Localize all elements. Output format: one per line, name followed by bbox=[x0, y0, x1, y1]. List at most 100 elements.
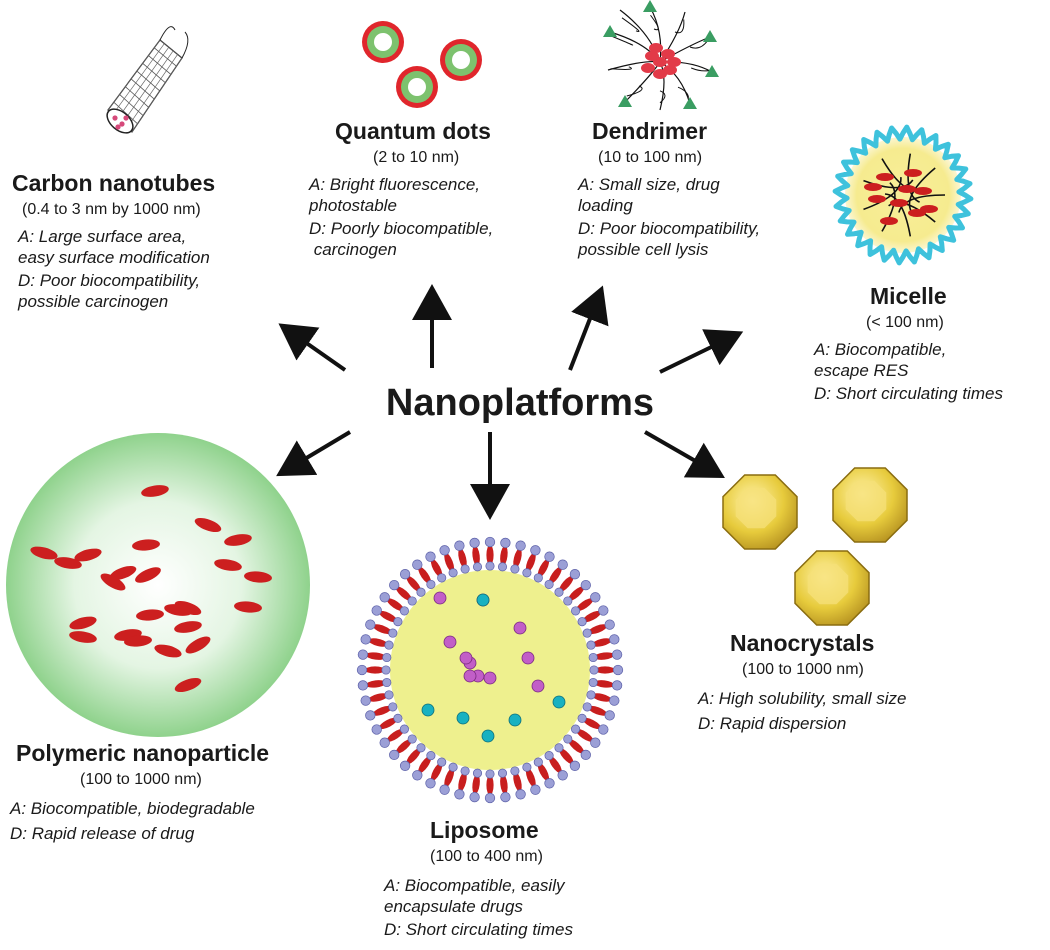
lipid-head-outer bbox=[360, 634, 371, 645]
lipid-tail bbox=[365, 652, 386, 660]
micelle-drug bbox=[876, 173, 894, 181]
lipid-head-inner bbox=[588, 652, 598, 663]
platform-size: (< 100 nm) bbox=[866, 314, 944, 331]
polymeric-drug bbox=[224, 534, 252, 546]
lipid-tail bbox=[418, 566, 432, 584]
disadvantage-line: D: Rapid dispersion bbox=[698, 714, 847, 733]
lipid-head-inner bbox=[399, 724, 409, 734]
lipid-tail bbox=[591, 638, 612, 647]
dendrimer-terminal-group bbox=[683, 97, 697, 109]
nanotube-mesh-line bbox=[126, 54, 178, 128]
platform-advantage: A: Biocompatible, biodegradable bbox=[10, 798, 340, 819]
dendrimer-branch bbox=[612, 36, 634, 46]
arrow bbox=[278, 323, 347, 372]
micelle-core bbox=[845, 137, 961, 253]
lipid-head-inner bbox=[388, 628, 398, 638]
lipid-head-outer bbox=[569, 569, 581, 580]
quantum-dots-block: Quantum dots (2 to 10 nm) A: Bright fluo… bbox=[305, 118, 565, 260]
encapsulated-drug bbox=[481, 729, 495, 743]
dendrimer-terminal-group bbox=[603, 25, 617, 37]
nanotube-mesh-line bbox=[107, 39, 161, 111]
quantum-dot-core bbox=[452, 51, 470, 69]
encapsulated-drug bbox=[508, 713, 522, 727]
quantum-dot-core bbox=[408, 78, 426, 96]
lipid-tail bbox=[379, 610, 398, 623]
lipid-tail bbox=[588, 705, 607, 716]
hydrophilic-drug bbox=[443, 635, 457, 649]
lipid-tail bbox=[458, 771, 467, 792]
advantage-line: A: Biocompatible, bbox=[814, 340, 947, 359]
lipid-head-outer bbox=[469, 537, 480, 549]
polymeric-drug bbox=[100, 573, 126, 591]
lipid-head-inner bbox=[497, 768, 508, 778]
lipid-tail bbox=[368, 693, 389, 702]
micelle-drug bbox=[914, 187, 932, 195]
lipid-tail bbox=[582, 717, 601, 730]
encapsulated-drug bbox=[421, 703, 435, 717]
lipid-head-outer bbox=[399, 569, 411, 580]
lipid-head-inner bbox=[544, 751, 554, 761]
polymeric-drug bbox=[141, 485, 169, 497]
lipid-tail bbox=[458, 548, 467, 569]
lipid-head-inner bbox=[563, 734, 573, 744]
lipid-head-outer bbox=[611, 649, 623, 660]
polymeric-drug bbox=[74, 548, 102, 562]
advantage-line: encapsulate drugs bbox=[384, 897, 523, 916]
encapsulated-drug bbox=[552, 695, 566, 709]
lipid-head-outer bbox=[360, 695, 371, 706]
dendrimer-core-drug bbox=[649, 43, 663, 53]
dendrimer-branch bbox=[659, 90, 666, 104]
lipid-head-outer bbox=[371, 724, 382, 735]
nanotube-mesh-line bbox=[142, 63, 166, 83]
polymeric-drug bbox=[54, 557, 82, 569]
lipid-tail bbox=[365, 680, 386, 688]
polymeric-drug bbox=[135, 567, 161, 583]
platform-disadvantage: D: Poorly biocompatible, carcinogen bbox=[305, 218, 565, 260]
lipid-head-inner bbox=[382, 677, 392, 688]
polymeric-drug bbox=[185, 636, 211, 654]
platform-title: Micelle bbox=[870, 283, 947, 309]
dendrimer-terminal-group bbox=[705, 65, 719, 77]
lipid-head-inner bbox=[460, 564, 470, 574]
lipid-tail bbox=[594, 680, 615, 688]
lipid-head-inner bbox=[485, 769, 495, 779]
quantum-dot-icon bbox=[362, 21, 482, 108]
lipid-head-outer bbox=[604, 710, 615, 721]
dendrimer-branch bbox=[689, 40, 708, 49]
lipid-head-outer bbox=[439, 545, 450, 556]
polymeric-drug bbox=[109, 565, 137, 581]
hydrophilic-drug bbox=[483, 671, 497, 685]
arrows-group bbox=[276, 284, 744, 520]
polymeric-nanoparticle-icon bbox=[6, 433, 310, 737]
lipid-head-outer bbox=[590, 592, 601, 603]
lipid-tail bbox=[368, 638, 389, 647]
lipid-head-inner bbox=[510, 564, 520, 574]
nanocrystal-facet bbox=[735, 487, 777, 529]
lipid-head-outer bbox=[484, 536, 496, 548]
lipid-head-outer bbox=[611, 680, 623, 691]
lipid-head-inner bbox=[571, 724, 581, 734]
lipid-head-outer bbox=[389, 749, 400, 761]
nanotube-tip bbox=[181, 31, 189, 59]
lipid-head-inner bbox=[448, 762, 458, 772]
micelle-icon bbox=[832, 124, 974, 266]
lipid-tail bbox=[386, 728, 404, 742]
advantage-line: A: Biocompatible, easily bbox=[384, 876, 565, 895]
lipid-head-inner bbox=[571, 606, 581, 616]
polymeric-drug bbox=[214, 559, 242, 571]
hydrophilic-drug bbox=[459, 651, 473, 665]
lipid-head-outer bbox=[580, 749, 591, 761]
polymeric-drug bbox=[69, 631, 97, 643]
dendrimer-core-drug bbox=[641, 63, 655, 73]
micelle-drug bbox=[864, 183, 882, 191]
lipid-head-outer bbox=[580, 579, 591, 591]
lipid-head-inner bbox=[522, 762, 532, 772]
lipid-head-outer bbox=[469, 791, 480, 803]
lipid-tail bbox=[396, 739, 412, 754]
center-title: Nanoplatforms bbox=[385, 382, 655, 424]
lipid-head-outer bbox=[569, 760, 581, 771]
lipid-head-outer bbox=[515, 540, 526, 551]
lipid-tail bbox=[500, 545, 508, 566]
polymeric-drug bbox=[174, 677, 202, 693]
platform-size: (100 to 400 nm) bbox=[430, 848, 543, 865]
